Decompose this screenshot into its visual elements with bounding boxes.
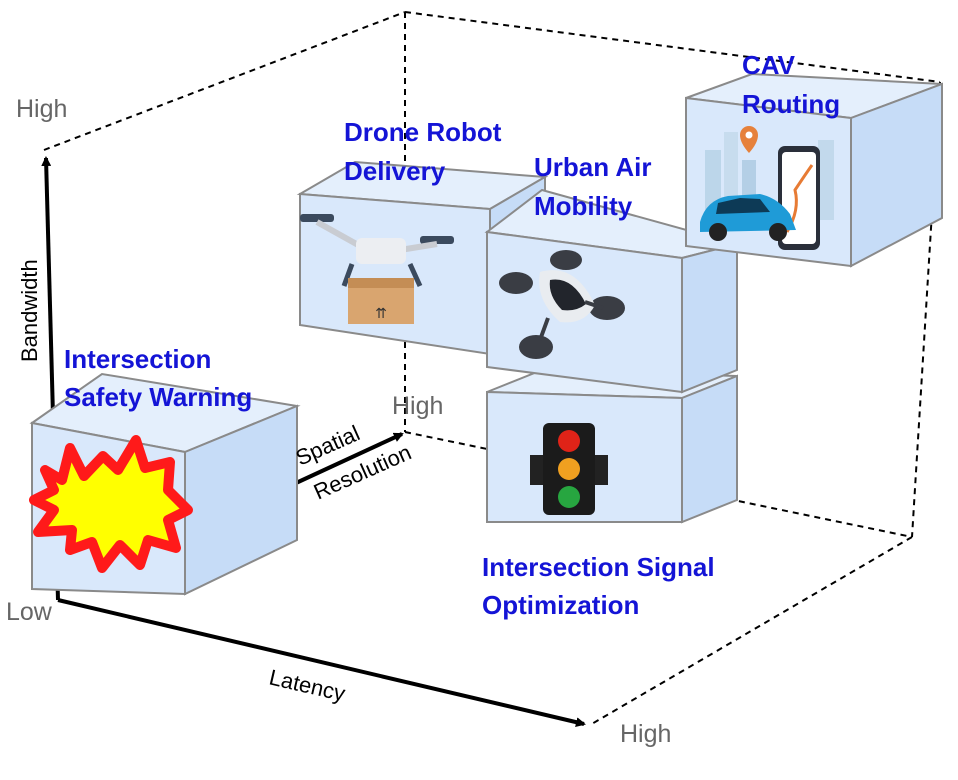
traffic-light-icon bbox=[530, 423, 608, 515]
spatial-resolution-high-label: High bbox=[392, 392, 443, 420]
box-cav-routing bbox=[685, 72, 943, 268]
label-urban-air-mobility-line2: Mobility bbox=[534, 191, 633, 221]
explosion-icon bbox=[29, 435, 193, 573]
car-navigation-icon bbox=[700, 126, 834, 250]
label-intersection-safety-warning-line1: Intersection bbox=[64, 344, 211, 374]
label-urban-air-mobility-line1: Urban Air bbox=[534, 152, 652, 182]
box-intersection-signal-optimization bbox=[486, 368, 738, 524]
svg-text:⇈: ⇈ bbox=[375, 306, 387, 322]
latency-axis bbox=[57, 598, 586, 728]
label-intersection-safety-warning-line2: Safety Warning bbox=[64, 382, 252, 412]
latency-high-label: High bbox=[620, 720, 671, 748]
bandwidth-axis-name: Bandwidth bbox=[17, 259, 42, 362]
label-intersection-signal-optimization-line2: Optimization bbox=[482, 590, 639, 620]
delivery-drone-icon: ⇈ bbox=[300, 214, 454, 324]
label-intersection-signal-optimization-line1: Intersection Signal bbox=[482, 552, 715, 582]
latency-axis-name: Latency bbox=[267, 665, 348, 707]
box-urban-air-mobility bbox=[484, 188, 741, 394]
label-cav-routing-line1: CAV bbox=[742, 50, 796, 80]
spatial-resolution-axis bbox=[295, 432, 404, 485]
label-cav-routing-line2: Routing bbox=[742, 89, 840, 119]
box-intersection-safety-warning bbox=[29, 372, 301, 596]
origin-low-label: Low bbox=[6, 598, 53, 626]
label-drone-robot-delivery-line1: Drone Robot bbox=[344, 117, 502, 147]
air-taxi-icon bbox=[499, 250, 625, 359]
label-drone-robot-delivery-line2: Delivery bbox=[344, 156, 446, 186]
bandwidth-high-label: High bbox=[16, 95, 67, 123]
